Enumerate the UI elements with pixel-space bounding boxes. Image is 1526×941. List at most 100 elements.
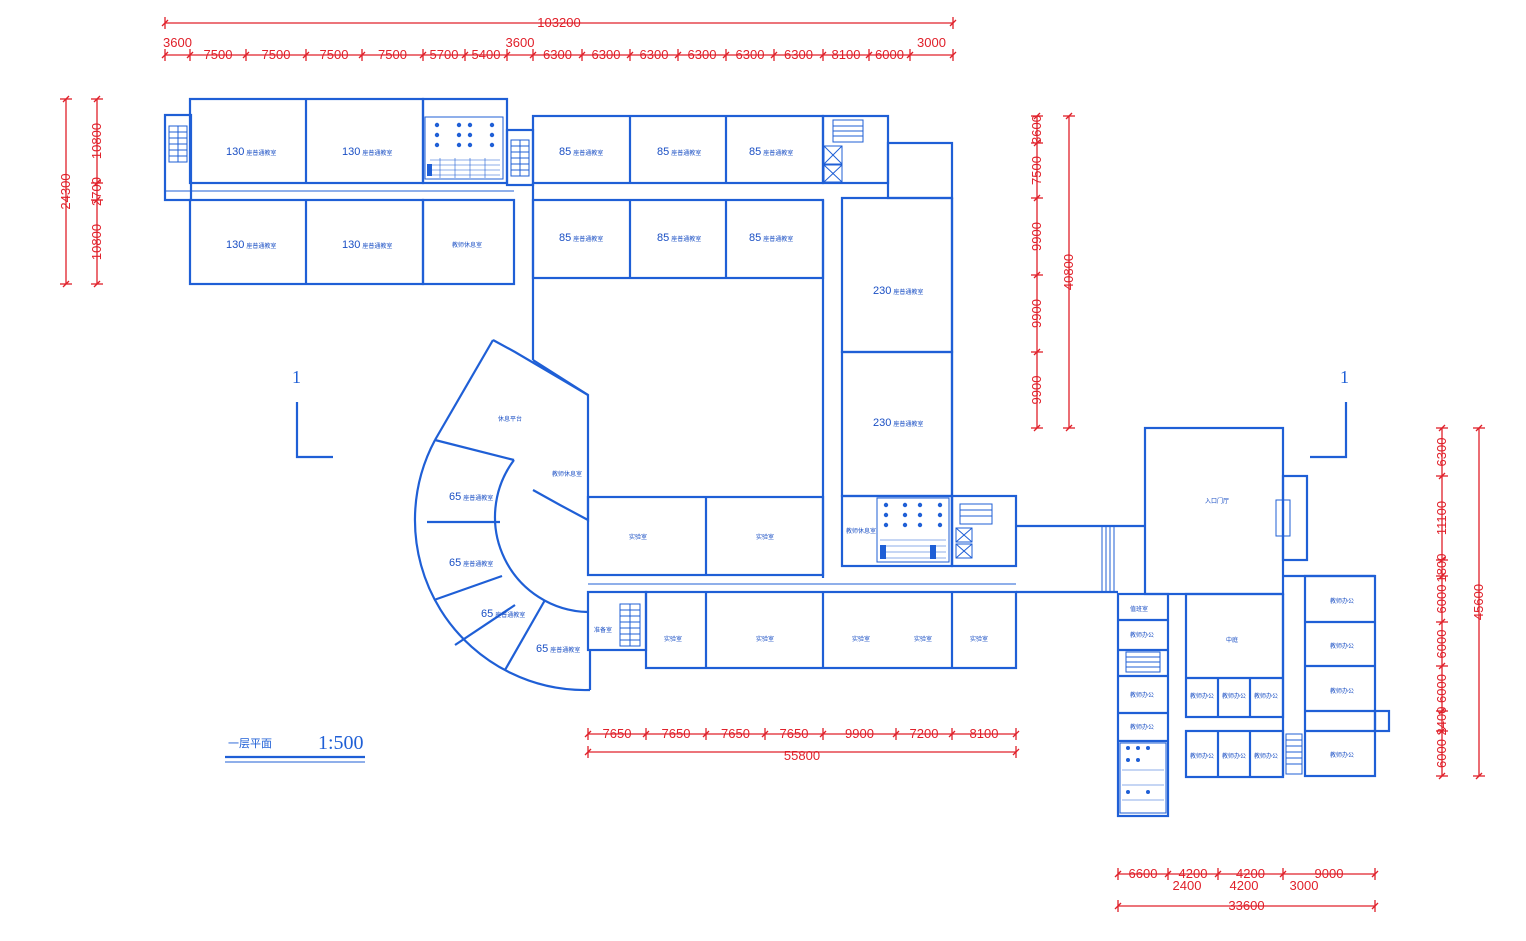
dim-top-total-label: 103200: [537, 15, 580, 30]
stair-entrance-block: [1125, 651, 1303, 775]
dim-left-row-slash: [93, 196, 101, 204]
room-label-lab-4: 实验室: [756, 635, 774, 643]
dim-right-mid-row-label: 9900: [1029, 222, 1044, 251]
dim-bottom-east-upper-slash: [1371, 870, 1379, 878]
dim-top-row-slash: [770, 51, 778, 59]
dim-right-east-row-slash: [1438, 727, 1446, 735]
room-label-lab-2: 实验室: [756, 533, 774, 541]
room-label-office-4: 教师办公: [1190, 692, 1214, 700]
dim-top-row-slash: [503, 51, 511, 59]
dim-right-east-row-label: 6000: [1434, 630, 1449, 659]
dim-left-row-label: 10800: [89, 123, 104, 159]
room-label-office-11: 教师办公: [1330, 642, 1354, 650]
dim-bottom-east-total-label: 33600: [1228, 898, 1264, 913]
dim-top-row-label: 5400: [472, 47, 501, 62]
room-label-office-2: 教师办公: [1130, 691, 1154, 699]
dim-bottom-mid-row-label: 7200: [910, 726, 939, 741]
dim-top-total-slash: [949, 19, 957, 27]
dim-top-row-slash: [186, 51, 194, 59]
dim-bottom-east-lower-label: 3000: [1290, 878, 1319, 893]
stair-south: [619, 603, 641, 647]
dim-right-east-total-label: 45600: [1471, 584, 1486, 620]
section-mark-right: 1: [1340, 367, 1349, 387]
toilet-block-east: [876, 497, 950, 563]
stair-west: [168, 125, 188, 163]
dim-right-mid-row-label: 3600: [1029, 115, 1044, 144]
room-label-office-5: 教师办公: [1222, 692, 1246, 700]
dim-top-row-label: 3600: [163, 35, 192, 50]
dim-left-row-label: 2700: [89, 177, 104, 206]
room-label-office-13: 教师办公: [1330, 751, 1354, 759]
east-wing-walls: [821, 196, 1018, 578]
room-label-office-10: 教师办公: [1330, 597, 1354, 605]
dim-bottom-mid-row-label: 7650: [721, 726, 750, 741]
room-label-central: 中庭: [1226, 636, 1238, 644]
dim-top-row-slash: [419, 51, 427, 59]
dim-right-east-row-label: 6000: [1434, 739, 1449, 768]
dim-bottom-mid-total-slash: [1012, 748, 1020, 756]
south-lab-walls: [586, 495, 1018, 670]
dim-right-east-row-label: 6300: [1434, 438, 1449, 467]
room-label-lounge-curve: 教师休息室: [552, 470, 582, 478]
dim-right-east-row-slash: [1438, 772, 1446, 780]
dim-right-east-total-slash: [1475, 424, 1483, 432]
room-label-lab-6: 实验室: [914, 635, 932, 643]
dim-right-east-row-slash: [1438, 472, 1446, 480]
dim-left-row-slash: [93, 179, 101, 187]
dim-top-row-label: 7500: [262, 47, 291, 62]
dim-left-total-slash: [62, 280, 70, 288]
dim-bottom-mid-row-slash: [702, 730, 710, 738]
dim-bottom-mid-total-label: 55800: [784, 748, 820, 763]
dim-bottom-mid-row-slash: [892, 730, 900, 738]
dim-bottom-east-upper-label: 6600: [1129, 866, 1158, 881]
room-label-lounge-east: 教师休息室: [846, 527, 876, 535]
dim-right-east-row-label: 6000: [1434, 674, 1449, 703]
dim-right-east-row-slash: [1438, 556, 1446, 564]
room-label-lab-1: 实验室: [629, 533, 647, 541]
room-label-lounge-west: 教师休息室: [452, 241, 482, 249]
dim-bottom-east-upper-slash: [1164, 870, 1172, 878]
dim-right-east-row-slash: [1438, 662, 1446, 670]
room-label-lab-5: 实验室: [852, 635, 870, 643]
toilet-block-north: [424, 116, 504, 180]
room-label-office-8: 教师办公: [1222, 752, 1246, 760]
dim-bottom-mid-total-slash: [584, 748, 592, 756]
dim-right-mid-total-slash: [1065, 112, 1073, 120]
dim-bottom-mid-row-slash: [761, 730, 769, 738]
dim-right-east-row-label: 1800: [1434, 554, 1449, 583]
dim-left-total-slash: [62, 95, 70, 103]
curved-wing-walls: [413, 339, 592, 692]
dim-top-row-slash: [161, 51, 169, 59]
dim-right-east-row-label: 11100: [1434, 501, 1449, 535]
room-label-lab-3: 实验室: [664, 635, 682, 643]
dim-bottom-east-upper-slash: [1114, 870, 1122, 878]
dim-bottom-mid-row-label: 7650: [603, 726, 632, 741]
dim-top-total-slash: [161, 19, 169, 27]
dim-top-row-slash: [819, 51, 827, 59]
room-label-office-12: 教师办公: [1330, 687, 1354, 695]
stair-northeast: [823, 119, 864, 183]
dim-right-east-row-slash: [1438, 572, 1446, 580]
dim-left-total-label: 24300: [58, 173, 73, 209]
stair-east: [955, 503, 993, 559]
dim-top-row-label: 3600: [506, 35, 535, 50]
dim-right-mid-row-label: 7500: [1029, 156, 1044, 185]
room-label-office-9: 教师办公: [1254, 752, 1278, 760]
toilet-block-southeast: [1119, 742, 1167, 814]
dim-top-row-slash: [529, 51, 537, 59]
drawing-title: 一层平面: [228, 737, 272, 750]
dim-top-row-label: 6300: [784, 47, 813, 62]
dim-bottom-mid-row-slash: [642, 730, 650, 738]
dim-top-row-label: 7500: [378, 47, 407, 62]
room-label-office-3: 教师办公: [1130, 723, 1154, 731]
dim-right-mid-row-label: 9900: [1029, 299, 1044, 328]
